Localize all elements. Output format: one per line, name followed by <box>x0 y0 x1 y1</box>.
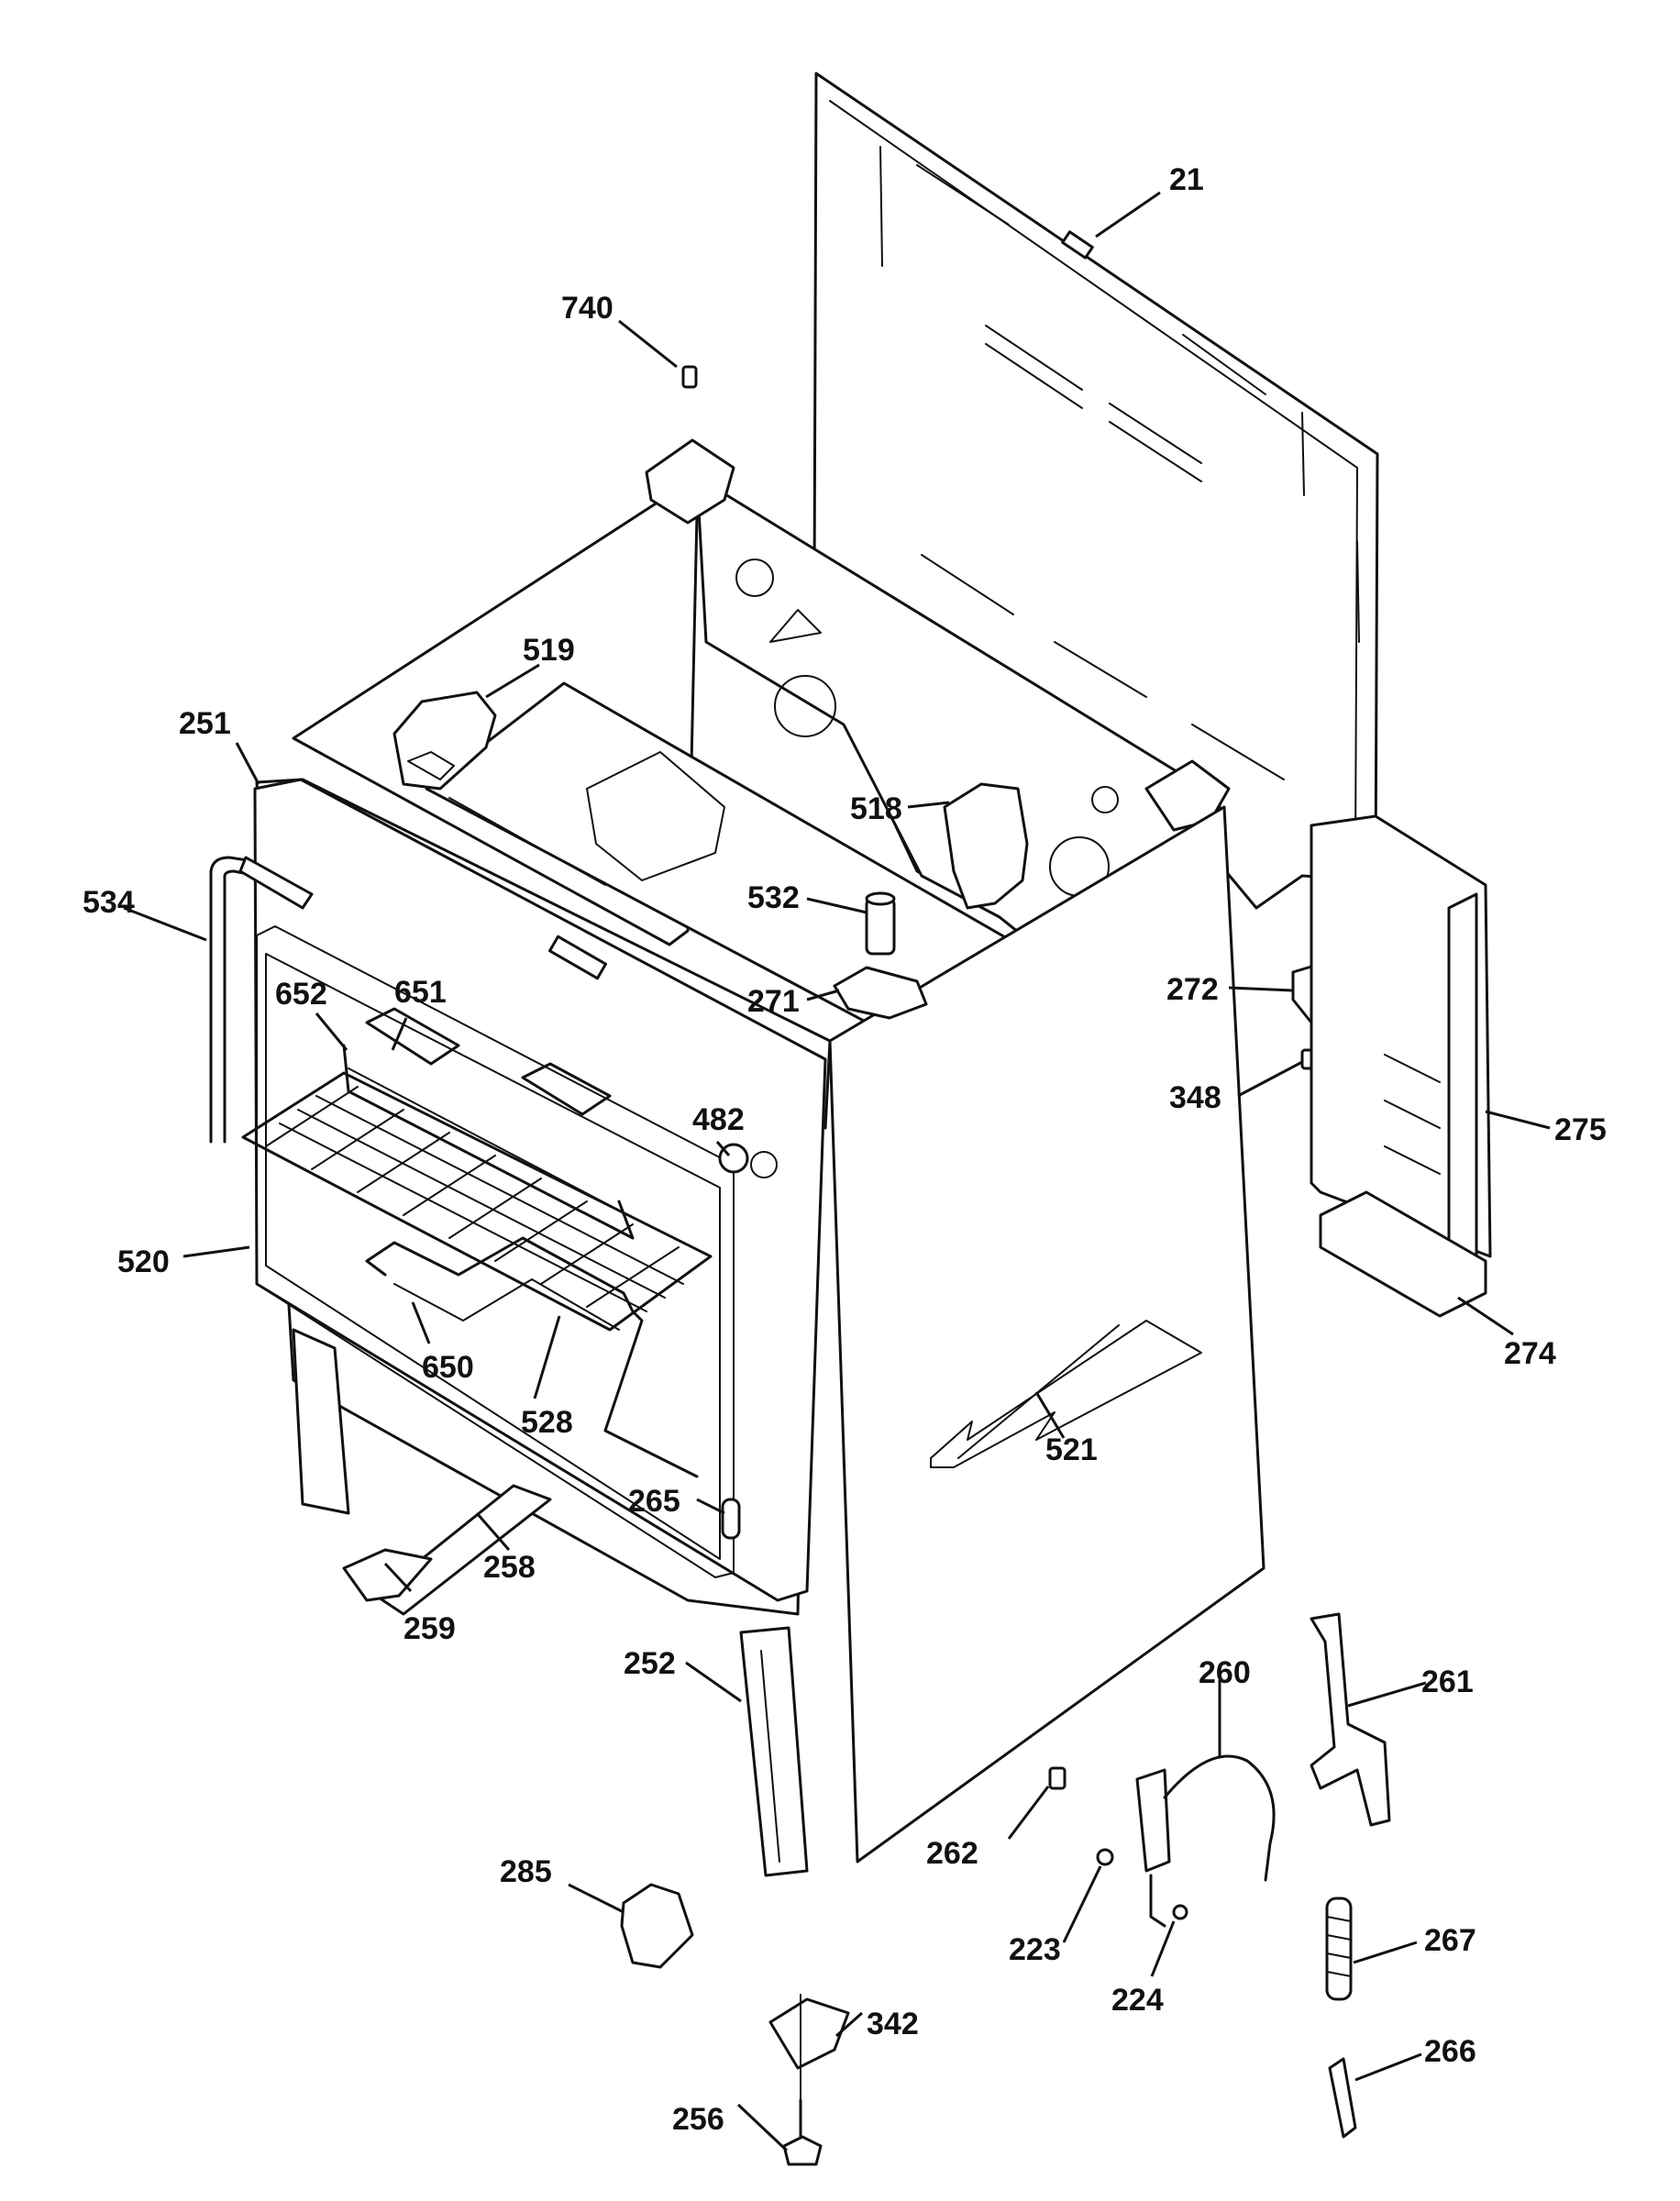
insulation-pad-part <box>392 691 1029 910</box>
label-224: 224 <box>1111 1983 1164 2018</box>
label-260: 260 <box>1199 1655 1251 1690</box>
broil-element-part <box>342 1007 635 1240</box>
bake-element-part <box>365 1236 699 1478</box>
label-259: 259 <box>403 1611 456 1646</box>
label-520: 520 <box>117 1244 170 1279</box>
label-21: 21 <box>1169 162 1204 197</box>
label-266: 266 <box>1424 2034 1476 2069</box>
part-labels: 21 740 519 251 534 518 532 271 652 651 4… <box>83 162 1607 2137</box>
sensor-part <box>833 891 928 1020</box>
label-267: 267 <box>1424 1923 1476 1958</box>
label-252: 252 <box>624 1646 676 1681</box>
label-348: 348 <box>1169 1080 1221 1115</box>
small-parts <box>620 365 1357 2166</box>
label-275: 275 <box>1554 1112 1607 1147</box>
label-342: 342 <box>867 2007 919 2041</box>
label-482: 482 <box>692 1102 745 1137</box>
rear-panel-part <box>1310 814 1492 1318</box>
drawer-glide-part <box>342 1484 552 1616</box>
label-258: 258 <box>483 1550 536 1585</box>
label-740: 740 <box>561 291 613 326</box>
label-651: 651 <box>394 975 447 1010</box>
label-518: 518 <box>850 791 902 826</box>
door-hinge-assembly-part <box>1135 1612 1391 1928</box>
latch-part <box>721 1498 741 1540</box>
label-652: 652 <box>275 977 327 1012</box>
label-262: 262 <box>926 1836 978 1871</box>
label-223: 223 <box>1009 1932 1061 1967</box>
hinge-strip-part <box>739 1626 809 1877</box>
label-261: 261 <box>1421 1665 1474 1699</box>
gasket-rod-part <box>209 856 314 1144</box>
oven-rack-part <box>241 1071 713 1332</box>
label-534: 534 <box>83 885 135 920</box>
leader-lines <box>123 191 1551 2152</box>
label-521: 521 <box>1045 1432 1098 1467</box>
label-650: 650 <box>422 1350 474 1385</box>
label-532: 532 <box>747 880 800 915</box>
label-519: 519 <box>523 633 575 668</box>
label-256: 256 <box>672 2102 724 2137</box>
label-271: 271 <box>747 984 800 1019</box>
label-265: 265 <box>628 1484 680 1519</box>
label-251: 251 <box>179 706 231 741</box>
label-285: 285 <box>500 1854 552 1889</box>
label-272: 272 <box>1166 972 1219 1007</box>
label-528: 528 <box>521 1405 573 1440</box>
label-274: 274 <box>1504 1336 1556 1371</box>
